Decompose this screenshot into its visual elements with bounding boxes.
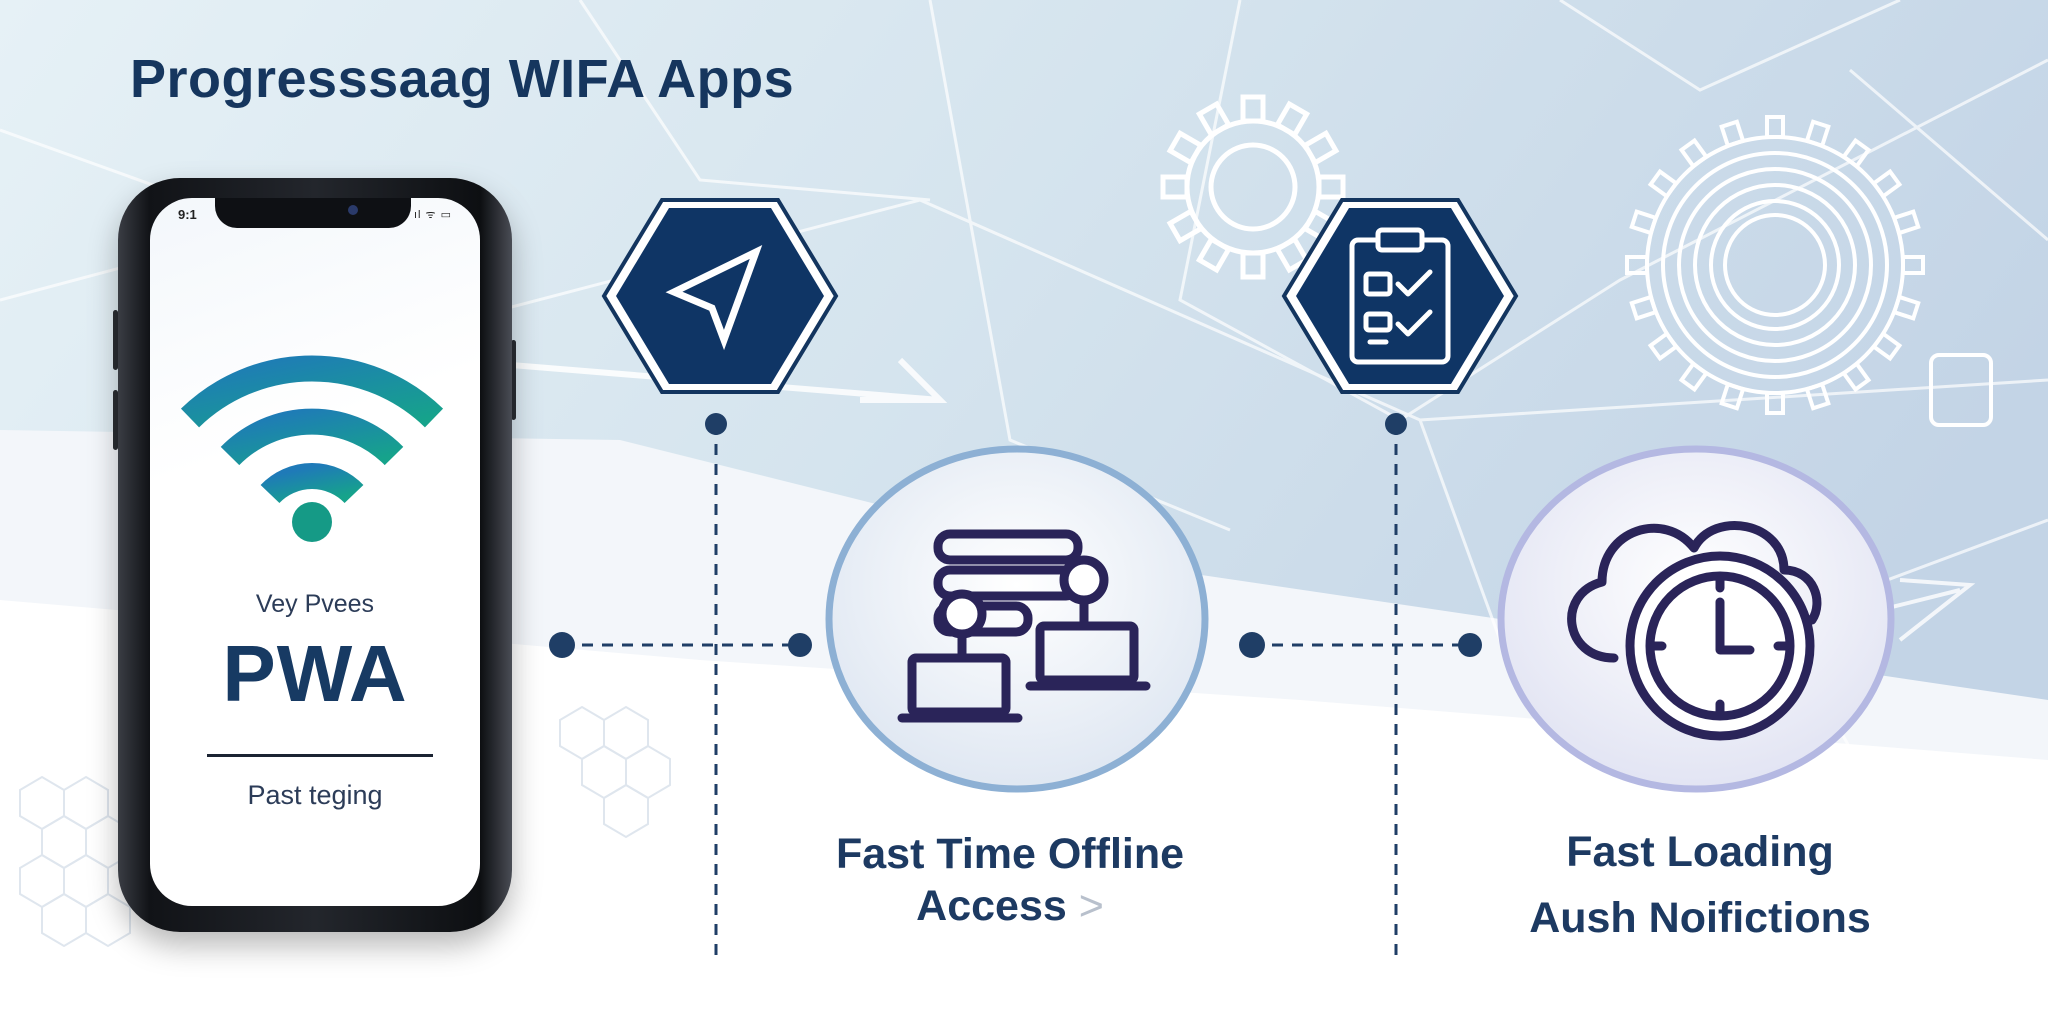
hex-badge-cursor	[601, 198, 839, 394]
feature-label-offline: Fast Time Offline Access >	[730, 828, 1290, 932]
phone-brand-text: PWA	[222, 629, 408, 718]
feature-circle-offline	[825, 445, 1209, 793]
square-outline-icon	[1929, 353, 1993, 427]
phone-power-button	[511, 340, 516, 420]
server-network-icon	[897, 529, 1151, 723]
camera-icon	[348, 205, 358, 215]
feature-label-offline-line1: Fast Time Offline	[835, 830, 1185, 878]
phone-volume-down-button	[113, 390, 118, 450]
wifi-icon	[180, 355, 444, 542]
feature-label-loading-line1: Fast Loading	[1566, 828, 1834, 876]
phone-divider	[207, 754, 433, 757]
chevron-right-icon: >	[1078, 882, 1104, 930]
gear-outline-icon	[1160, 94, 1346, 280]
cloud-clock-icon	[1567, 521, 1822, 741]
gear-circles-icon	[1625, 115, 1925, 415]
phone-caption: Past teging	[247, 780, 383, 810]
status-bar-icons: ıl ᯤ ▭	[414, 209, 453, 221]
feature-circle-loading	[1497, 445, 1895, 793]
page-title: Progresssaag WIFA Apps	[130, 49, 795, 109]
phone-subtitle: Vey Pvees	[255, 590, 375, 618]
cursor-arrow-icon	[665, 245, 763, 351]
feature-label-offline-line2-text: Access	[916, 882, 1067, 930]
phone-volume-up-button	[113, 310, 118, 370]
feature-label-loading: Fast Loading Aush Noifictions	[1420, 826, 1980, 944]
feature-label-offline-line2: Access >	[730, 880, 1290, 932]
phone-notch	[215, 198, 411, 228]
hex-badge-clipboard	[1281, 198, 1519, 394]
status-bar-time: 9:1	[178, 207, 197, 222]
phone-screen	[150, 198, 480, 906]
feature-label-loading-line2: Aush Noifictions	[1529, 894, 1871, 942]
clipboard-checklist-icon	[1349, 227, 1451, 365]
